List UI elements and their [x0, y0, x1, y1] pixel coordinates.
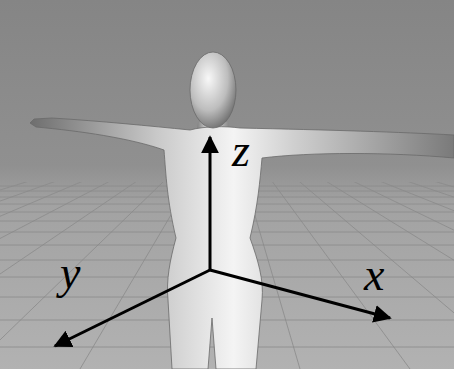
- axis-label: z: [232, 128, 250, 174]
- mannequin: [30, 52, 454, 369]
- z-axis: [209, 137, 212, 270]
- axes: [55, 137, 390, 346]
- x-axis: [210, 270, 390, 318]
- axis-label: y: [60, 250, 80, 296]
- axis-label: x: [364, 252, 384, 298]
